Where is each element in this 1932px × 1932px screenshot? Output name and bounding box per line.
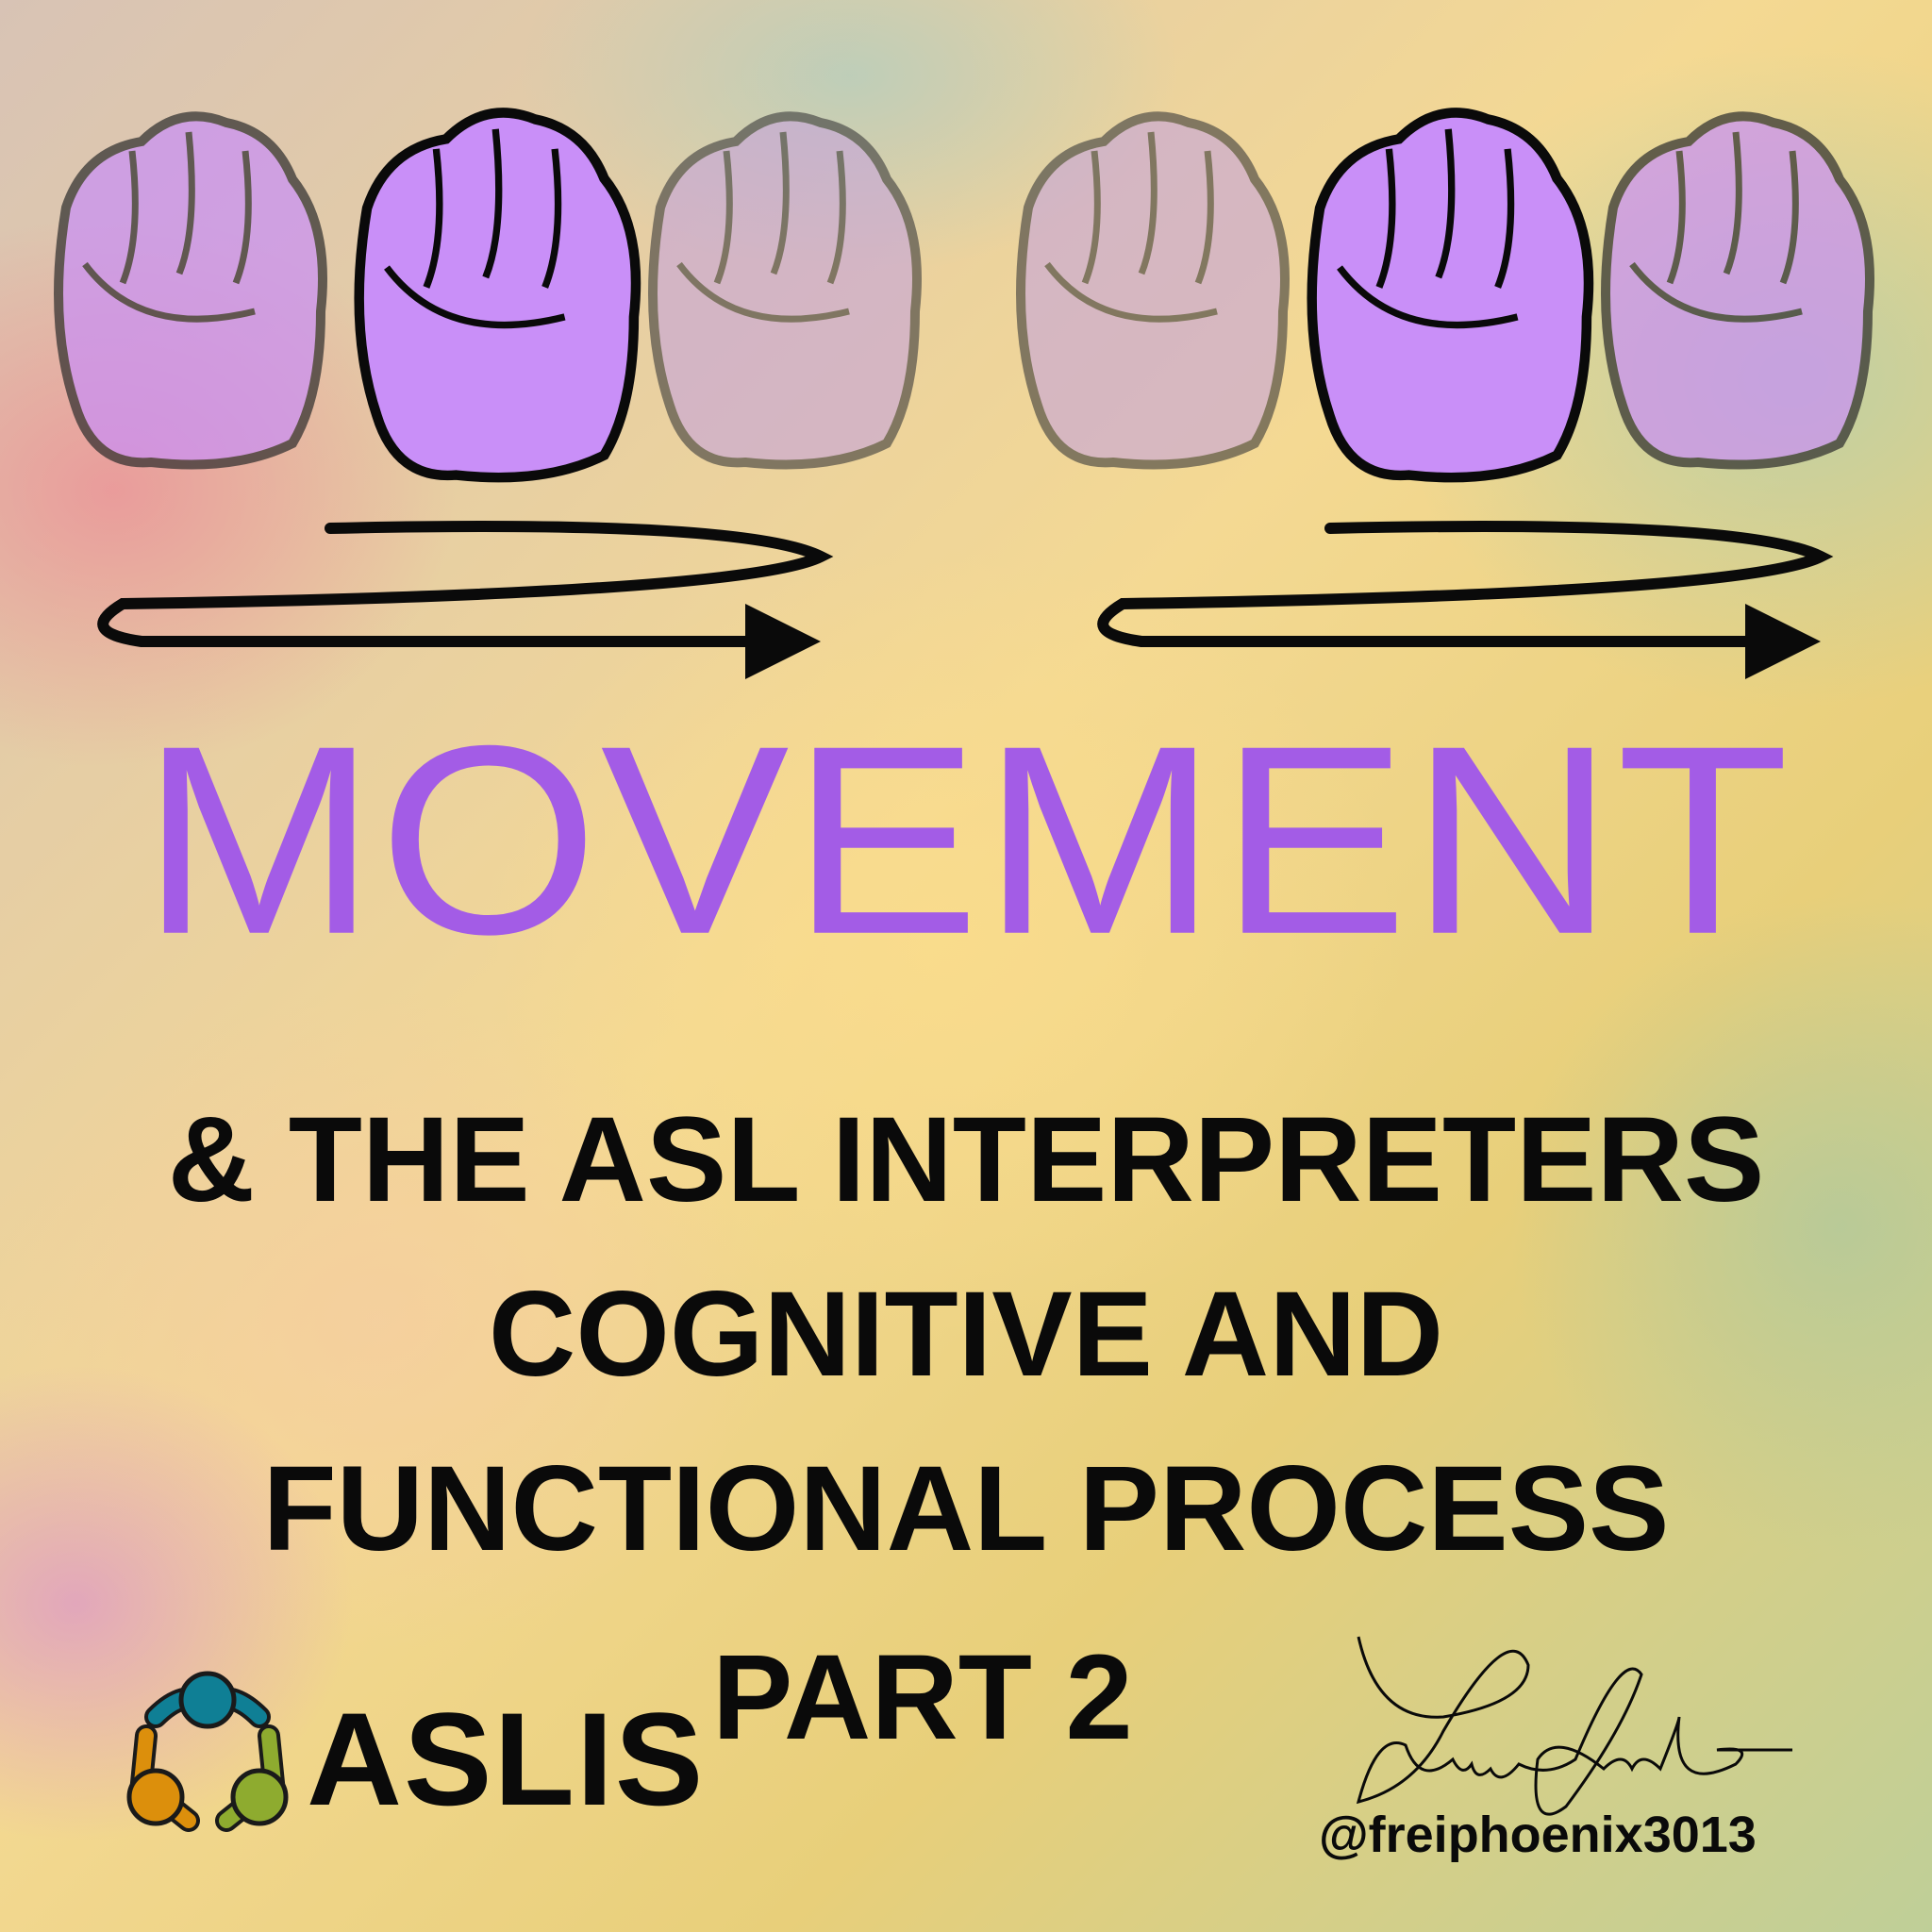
subtitle-line-2: COGNITIVE AND: [488, 1267, 1444, 1402]
fist-group-right: [991, 94, 1915, 509]
subtitle-line-3: FUNCTIONAL PROCESS: [262, 1441, 1670, 1576]
aslis-logo-text: ASLIS: [307, 1685, 706, 1833]
fist-highlighted-icon: [354, 108, 641, 483]
headline-title: MOVEMENT: [141, 689, 1791, 991]
part-label: PART 2: [712, 1630, 1133, 1765]
fist-icon: [1601, 111, 1874, 470]
subtitle-line-1: & THE ASL INTERPRETERS: [167, 1092, 1765, 1227]
creator-handle: @freiphoenix3013: [1319, 1807, 1757, 1863]
fist-highlighted-icon: [1307, 108, 1594, 483]
handwritten-signature-icon: [1356, 1636, 1792, 1816]
fist-icon: [648, 111, 922, 470]
three-people-circle-logo-icon: [126, 1671, 289, 1832]
circular-arrow-right-icon: [1097, 521, 1834, 679]
fist-icon: [1016, 111, 1290, 470]
fist-group-left: [19, 94, 962, 509]
circular-arrow-right-icon: [97, 521, 834, 679]
fist-icon: [54, 111, 327, 470]
aslis-logo: ASLIS: [118, 1660, 703, 1840]
